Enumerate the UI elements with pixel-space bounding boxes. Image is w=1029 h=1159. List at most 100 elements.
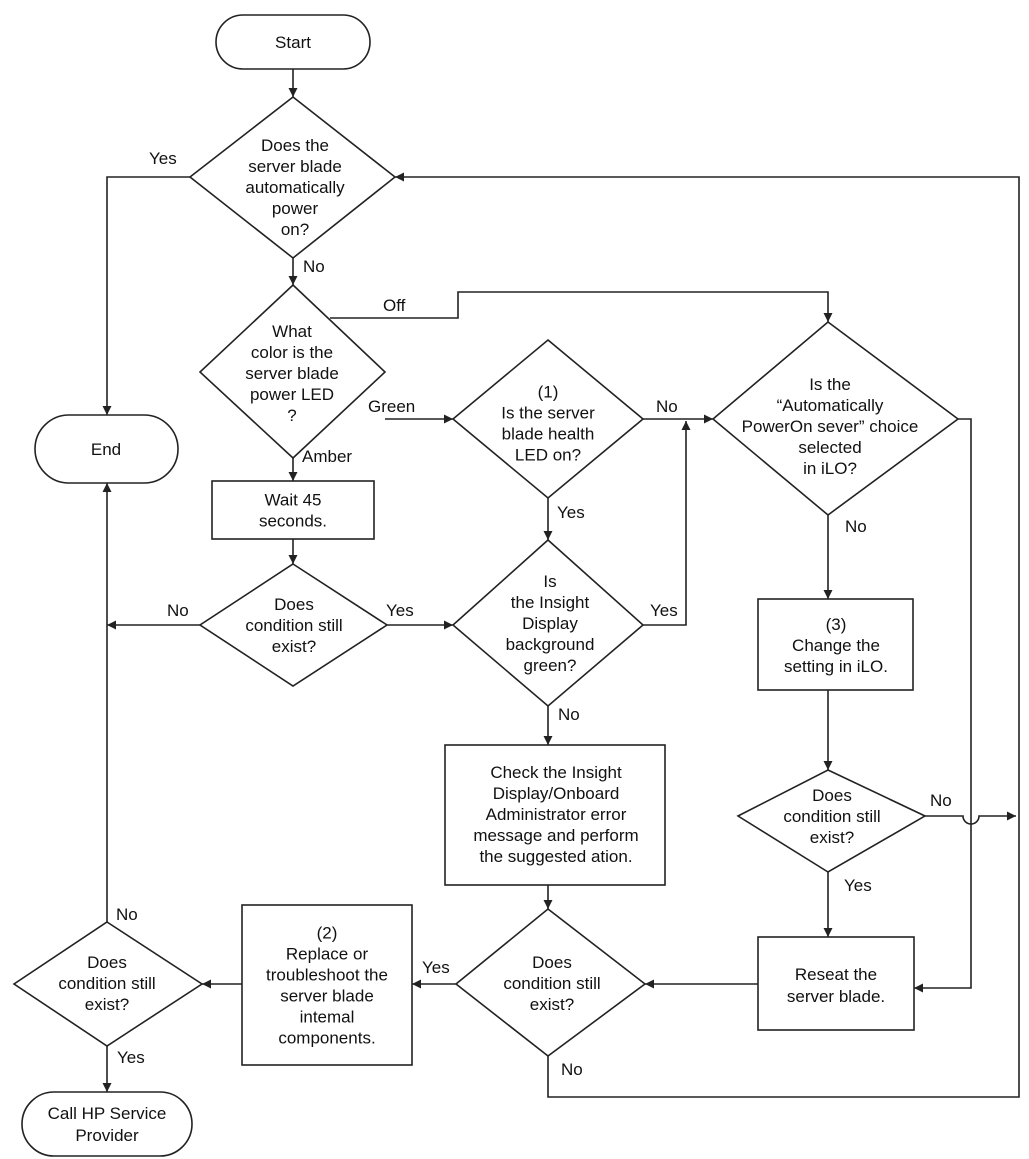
node-label-line: PowerOn sever” choice <box>742 417 919 436</box>
edge-label-cond-b-no: No <box>116 905 138 924</box>
node-label-line: ? <box>287 406 296 425</box>
node-label-line: the suggested ation. <box>479 847 632 866</box>
node-label-line: Display/Onboard <box>493 784 620 803</box>
node-label-line: server blade <box>245 364 339 383</box>
node-label-line: Display <box>522 614 578 633</box>
node-label-line: Provider <box>75 1126 139 1145</box>
edge-label-cond-b-yes: Yes <box>117 1048 145 1067</box>
edge-label-cond-c-yes: Yes <box>422 958 450 977</box>
node-label-line: server blade. <box>787 987 885 1006</box>
node-label-line: Wait 45 <box>264 491 321 510</box>
node-label-line: condition still <box>503 974 600 993</box>
cond-b-label: Does condition still exist? <box>58 953 155 1014</box>
edge-label-cond-d-no: No <box>930 791 952 810</box>
cond-d-label: Does condition still exist? <box>783 786 880 847</box>
edge-cond-c-no-to-return <box>395 172 1020 1098</box>
node-label-line: (2) <box>317 924 338 943</box>
node-label-line: in iLO? <box>803 459 857 478</box>
edge-label-cond-d-yes: Yes <box>844 876 872 895</box>
node-label-line: on? <box>281 220 309 239</box>
node-replace <box>241 904 413 1066</box>
node-cond-a-decision <box>198 563 389 687</box>
node-led-color-decision <box>198 283 387 460</box>
node-label-line: Change the <box>792 636 880 655</box>
node-label-line: background <box>506 635 595 654</box>
node-label-line: End <box>91 440 121 459</box>
node-health-led-decision <box>451 338 645 500</box>
node-insight-green-decision <box>451 538 645 708</box>
node-wait <box>211 480 375 540</box>
node-label-line: Is <box>543 572 556 591</box>
node-label-line: troubleshoot the <box>266 966 388 985</box>
edge-label-led-off: Off <box>383 296 406 315</box>
node-label-line: Does <box>812 786 852 805</box>
node-auto-power-decision <box>188 95 397 260</box>
node-label-line: server blade <box>248 157 342 176</box>
led-color-label: What color is the server blade power LED? <box>245 322 339 425</box>
node-label-line: condition still <box>783 807 880 826</box>
edge-ilo-yes-to-reseat <box>914 418 972 993</box>
node-label-line: exist? <box>272 637 316 656</box>
node-label-line: Is the server <box>501 404 595 423</box>
node-label-line: What <box>272 322 312 341</box>
node-label-line: Does <box>87 953 127 972</box>
node-label-line: components. <box>278 1029 375 1048</box>
node-label-line: condition still <box>58 974 155 993</box>
node-end <box>34 414 179 484</box>
node-label-line: Does <box>274 595 314 614</box>
node-label-line: (1) <box>538 383 559 402</box>
edge-auto-power-yes-to-end <box>102 176 190 415</box>
edge-label-auto-no: No <box>303 257 325 276</box>
node-label-line: blade health <box>502 425 595 444</box>
node-label-line: Start <box>275 33 311 52</box>
edge-led-off-to-ilo-choice <box>330 291 833 322</box>
node-label-line: seconds. <box>259 512 327 531</box>
node-label-line: LED on? <box>515 446 581 465</box>
node-label-line: Replace or <box>286 945 369 964</box>
end-label: End <box>91 440 121 459</box>
edge-label-cond-a-no: No <box>167 601 189 620</box>
node-label-line: server blade <box>280 987 374 1006</box>
node-label-line: Check the Insight <box>490 763 622 782</box>
node-label-line: Does <box>532 953 572 972</box>
node-label-line: exist? <box>810 828 854 847</box>
edge-label-health-yes: Yes <box>557 503 585 522</box>
replace-label: (2) Replace or troubleshoot the server blad… <box>266 924 388 1048</box>
edge-label-led-green: Green <box>368 397 415 416</box>
node-label-line: intemal <box>300 1008 355 1027</box>
node-label-line: Reseat the <box>795 965 877 984</box>
node-call-hp <box>21 1091 193 1157</box>
node-label-line: green? <box>524 656 577 675</box>
node-reseat <box>757 936 915 1031</box>
node-ilo-choice-decision <box>711 320 960 517</box>
edge-label-insight-yes: Yes <box>650 601 678 620</box>
node-label-line: Administrator error <box>486 805 627 824</box>
edge-label-insight-no: No <box>558 705 580 724</box>
edge-cond-d-no-to-return <box>925 811 1016 825</box>
cond-c-label: Does condition still exist? <box>503 953 600 1014</box>
node-cond-c-decision <box>454 907 647 1058</box>
node-label-line: power <box>272 199 319 218</box>
node-label-line: color is the <box>251 343 333 362</box>
node-check-insight <box>444 744 666 886</box>
node-label-line: Call HP Service <box>48 1104 167 1123</box>
node-label-line: exist? <box>85 995 129 1014</box>
node-label-line: the Insight <box>511 593 590 612</box>
edge-label-health-no: No <box>656 397 678 416</box>
node-label-line: exist? <box>530 995 574 1014</box>
node-label-line: power LED <box>250 385 334 404</box>
edge-labels: Yes No Off Green Amber No Yes No Yes Yes… <box>116 149 952 1079</box>
edge-label-cond-a-yes: Yes <box>386 601 414 620</box>
node-label-line: (3) <box>826 615 847 634</box>
edges <box>102 69 1020 1098</box>
edge-insight-yes-to-ilo-choice <box>643 421 691 626</box>
node-cond-d-decision <box>736 769 927 873</box>
edge-label-cond-c-no: No <box>561 1060 583 1079</box>
node-start <box>215 14 371 70</box>
node-label-line: selected <box>798 438 861 457</box>
